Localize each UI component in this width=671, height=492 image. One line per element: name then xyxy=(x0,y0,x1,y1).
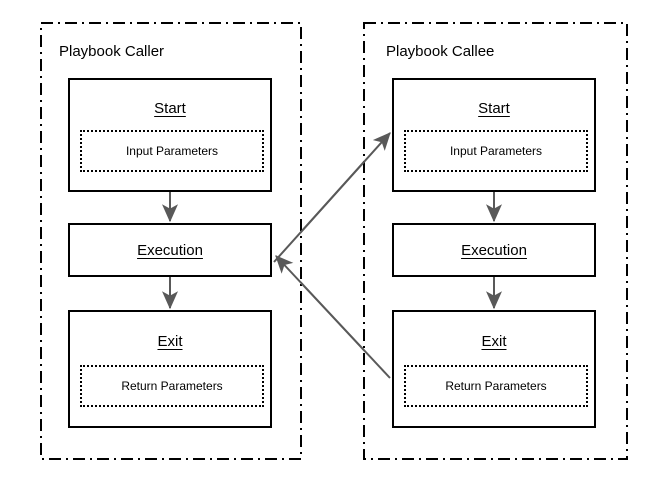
node-caller-start-title: Start xyxy=(154,100,186,117)
node-caller-execution[interactable]: Execution xyxy=(68,223,272,277)
node-callee-exit-title: Exit xyxy=(481,333,507,350)
node-callee-start[interactable]: Start Input Parameters xyxy=(392,78,596,192)
node-callee-execution[interactable]: Execution xyxy=(392,223,596,277)
param-label-caller-input: Input Parameters xyxy=(125,144,219,158)
param-label-callee-return: Return Parameters xyxy=(445,379,547,393)
param-label-callee-input: Input Parameters xyxy=(449,144,543,158)
arrow-return xyxy=(275,255,391,379)
node-callee-exit[interactable]: Exit Return Parameters xyxy=(392,310,596,428)
connector-call-invoke xyxy=(273,132,391,263)
panel-title-caller: Playbook Caller xyxy=(59,43,165,60)
param-box-caller-return: Return Parameters xyxy=(80,365,264,407)
param-label-caller-return: Return Parameters xyxy=(121,379,223,393)
panel-title-callee: Playbook Callee xyxy=(386,43,495,60)
connector-call-return xyxy=(275,255,391,379)
param-box-callee-return: Return Parameters xyxy=(404,365,588,407)
param-box-callee-input: Input Parameters xyxy=(404,130,588,172)
node-caller-execution-title: Execution xyxy=(137,242,203,259)
node-callee-start-title: Start xyxy=(478,100,510,117)
node-caller-exit-title: Exit xyxy=(157,333,183,350)
node-caller-exit[interactable]: Exit Return Parameters xyxy=(68,310,272,428)
arrow-invoke xyxy=(273,132,391,263)
param-box-caller-input: Input Parameters xyxy=(80,130,264,172)
node-callee-execution-title: Execution xyxy=(461,242,527,259)
node-caller-start[interactable]: Start Input Parameters xyxy=(68,78,272,192)
